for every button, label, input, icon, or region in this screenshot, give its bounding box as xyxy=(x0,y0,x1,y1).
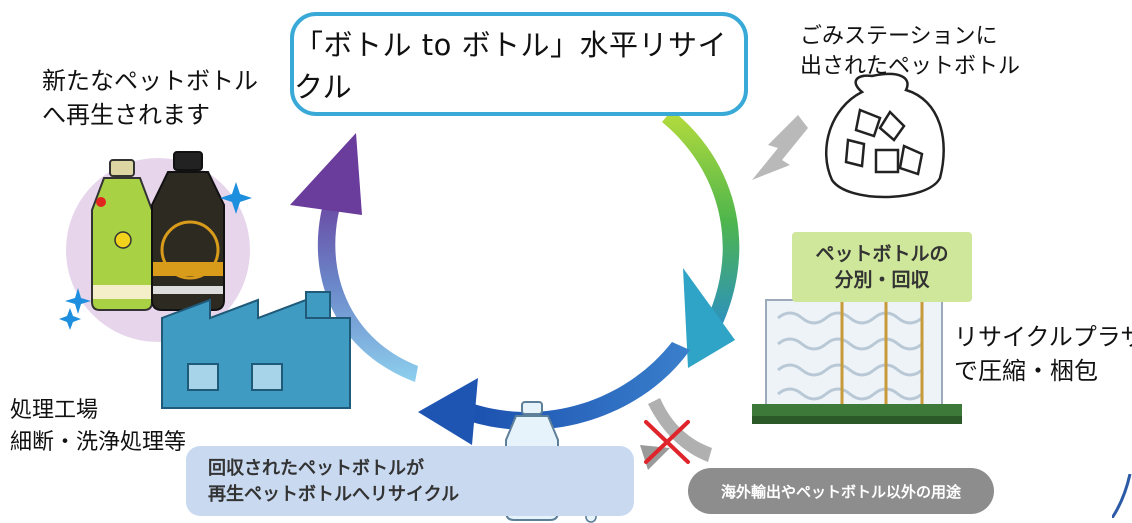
factory-label-process: 細断・洗浄処理等 xyxy=(10,430,187,455)
black-bottle-icon xyxy=(151,151,225,311)
garbage-bag-icon xyxy=(824,72,945,199)
red-cross-icon xyxy=(644,420,690,464)
grey-arrow-from-garbage xyxy=(752,115,808,180)
arrow-right-segment xyxy=(662,110,740,368)
factory-label-title: 処理工場 xyxy=(10,398,99,423)
new-bottle-label: 新たなペットボトル へ再生されます xyxy=(42,67,258,129)
recycle-plaza-label: リサイクルプラザ で圧縮・梱包 xyxy=(954,323,1132,385)
corner-curve-mark xyxy=(1112,474,1132,518)
garbage-station-label: ごみステーションに 出されたペットボトル xyxy=(800,24,1021,79)
arrow-bottom-segment xyxy=(418,342,690,445)
sort-collect-box: ペットボトルの 分別・回収 xyxy=(792,232,972,302)
factory-icon xyxy=(161,291,351,409)
compressed-bale-icon xyxy=(752,299,962,424)
arrow-left-segment xyxy=(290,133,418,382)
recycled-bottle-box: 回収されたペットボトルが 再生ペットボトルへリサイクル xyxy=(186,446,634,516)
cycle-title: 「ボトル to ボトル」水平リサイクル xyxy=(290,12,748,116)
green-bottle-icon xyxy=(91,159,153,311)
other-uses-box: 海外輸出やペットボトル以外の用途 xyxy=(688,468,994,514)
sparkle-icon xyxy=(59,182,252,330)
